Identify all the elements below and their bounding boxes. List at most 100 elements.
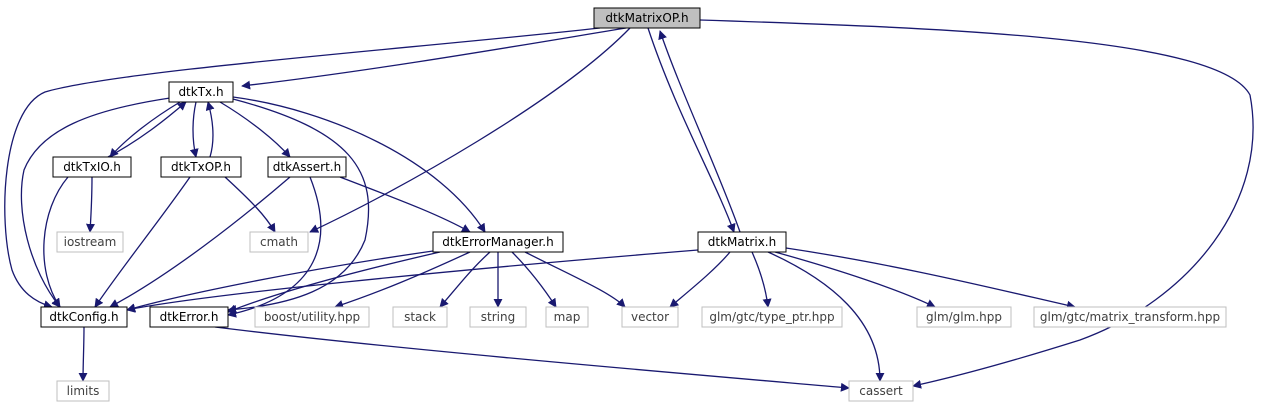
node-label: dtkConfig.h (49, 310, 118, 324)
node-box (701, 306, 843, 328)
node-dtkError[interactable]: dtkError.h (149, 306, 229, 328)
node-limits: limits (56, 380, 110, 402)
node-box (52, 156, 132, 178)
node-label: cmath (260, 235, 298, 249)
node-label: dtkAssert.h (273, 160, 341, 174)
node-box (56, 380, 110, 402)
edge-dtkMatrixOP-to-cassert (699, 19, 1254, 389)
edge-dtkTxIO-to-dtkConfig (43, 176, 69, 308)
node-label: limits (67, 384, 100, 398)
node-label: dtkMatrixOP.h (605, 11, 688, 25)
node-box (469, 306, 527, 328)
node-dtkErrorManager[interactable]: dtkErrorManager.h (432, 231, 564, 253)
edge-dtkErrorManager-to-dtkError (227, 251, 441, 314)
edge-dtkConfig-to-limits (78, 326, 88, 382)
node-box (545, 306, 589, 328)
node-label: dtkErrorManager.h (442, 235, 553, 249)
node-box (249, 231, 309, 253)
edge-dtkTx-to-dtkAssert (219, 101, 291, 158)
edge-dtkErrorManager-to-vector (524, 251, 626, 308)
node-dtkTxOP[interactable]: dtkTxOP.h (160, 156, 242, 178)
node-label: glm/gtc/type_ptr.hpp (709, 310, 834, 324)
node-dtkAssert[interactable]: dtkAssert.h (267, 156, 347, 178)
nodes: dtkMatrixOP.h dtkTx.h dtkTxIO.h dtkTxOP.h dt… (40, 7, 1227, 402)
edge-dtkErrorManager-to-stack (439, 251, 491, 308)
node-stack: stack (392, 306, 448, 328)
node-box (160, 156, 242, 178)
edge-dtkTxIO-to-iostream (85, 176, 95, 233)
node-box (168, 81, 234, 103)
node-box (848, 380, 914, 402)
edge-dtkMatrix-to-glm_type_ptr (751, 251, 772, 308)
node-label: dtkTxOP.h (171, 160, 231, 174)
edge-dtkMatrixOP-to-dtkMatrix (647, 27, 736, 233)
edge-dtkAssert-to-dtkConfig (109, 176, 291, 308)
edges (4, 19, 1254, 392)
edge-dtkMatrix-to-vector (669, 251, 731, 308)
edge-dtkTx-to-dtkTxIO (109, 101, 181, 158)
node-box (593, 7, 701, 29)
edge-dtkTx-to-dtkError (227, 98, 370, 314)
node-label: stack (404, 310, 436, 324)
node-vector: vector (621, 306, 679, 328)
edge-dtkTx-to-dtkTxOP (189, 101, 199, 158)
edge-dtkMatrix-to-glm_matrix_transform (785, 247, 1076, 310)
node-label: dtkMatrix.h (708, 235, 776, 249)
node-label: dtkTx.h (178, 85, 223, 99)
edge-dtkTxOP-to-dtkTx (205, 101, 215, 158)
node-box (56, 231, 124, 253)
node-label: boost/utility.hpp (264, 310, 360, 324)
edge-dtkMatrix-to-cassert (767, 251, 885, 382)
node-label: dtkTxIO.h (63, 160, 121, 174)
node-box (40, 306, 128, 328)
edge-dtkErrorManager-to-dtkConfig (126, 250, 434, 313)
edge-dtkMatrixOP-to-dtkConfig (4, 27, 601, 310)
edge-dtkError-to-cassert (214, 326, 850, 392)
node-iostream: iostream (56, 231, 124, 253)
edge-dtkTxOP-to-dtkConfig (94, 176, 191, 308)
node-label: glm/gtc/matrix_transform.hpp (1040, 310, 1220, 324)
node-map: map (545, 306, 589, 328)
node-glm_matrix_transform: glm/gtc/matrix_transform.hpp (1033, 306, 1227, 328)
node-glm_type_ptr: glm/gtc/type_ptr.hpp (701, 306, 843, 328)
node-label: string (481, 310, 515, 324)
edge-dtkMatrix-to-dtkConfig (126, 249, 699, 313)
edge-dtkTx-to-dtkConfig (20, 97, 171, 308)
node-label: vector (631, 310, 669, 324)
node-dtkConfig[interactable]: dtkConfig.h (40, 306, 128, 328)
node-dtkMatrix[interactable]: dtkMatrix.h (697, 231, 787, 253)
node-dtkTx[interactable]: dtkTx.h (168, 81, 234, 103)
node-glm_glm: glm/glm.hpp (916, 306, 1012, 328)
node-box (621, 306, 679, 328)
edge-dtkMatrix-to-dtkMatrixOP (658, 30, 741, 233)
node-box (1033, 306, 1227, 328)
node-boost_utility: boost/utility.hpp (254, 306, 370, 328)
edge-dtkAssert-to-dtkError (227, 176, 322, 318)
edge-dtkAssert-to-dtkErrorManager (339, 176, 471, 233)
node-dtkTxIO[interactable]: dtkTxIO.h (52, 156, 132, 178)
node-cassert: cassert (848, 380, 914, 402)
edge-dtkErrorManager-to-map (511, 251, 557, 308)
node-string: string (469, 306, 527, 328)
node-label: map (554, 310, 581, 324)
node-box (697, 231, 787, 253)
edge-dtkErrorManager-to-boost_utility (334, 251, 471, 309)
edge-dtkMatrixOP-to-dtkTx (241, 27, 627, 90)
node-label: glm/glm.hpp (926, 310, 1002, 324)
edge-dtkTxIO-to-dtkTx (107, 101, 187, 158)
node-label: dtkError.h (160, 310, 219, 324)
node-dtkMatrixOP[interactable]: dtkMatrixOP.h (593, 7, 701, 29)
node-label: iostream (64, 235, 117, 249)
edge-dtkTx-to-dtkErrorManager (232, 96, 486, 233)
node-box (254, 306, 370, 328)
node-cmath: cmath (249, 231, 309, 253)
node-label: cassert (859, 384, 903, 398)
edge-dtkMatrix-to-glm_glm (774, 251, 936, 308)
node-box (267, 156, 347, 178)
edge-dtkMatrixOP-to-cmath (309, 27, 631, 233)
node-box (432, 231, 564, 253)
node-box (392, 306, 448, 328)
node-box (916, 306, 1012, 328)
node-box (149, 306, 229, 328)
